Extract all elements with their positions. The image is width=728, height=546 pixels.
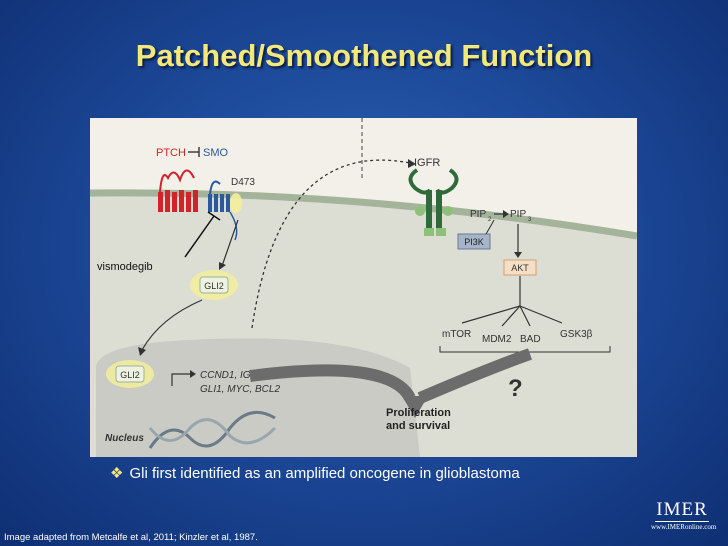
pip2-label: PIP xyxy=(470,209,486,220)
gli2-cytoplasm-label: GLI2 xyxy=(204,281,224,291)
outcome-line1: Proliferation xyxy=(386,407,451,419)
dna-helix xyxy=(148,410,277,449)
logo-name: IMER xyxy=(656,499,708,520)
d473-label: D473 xyxy=(231,177,255,188)
gli2-nucleus-box xyxy=(115,365,145,383)
gli2-to-nucleus-arrow xyxy=(141,299,203,351)
bad-label: BAD xyxy=(520,334,541,345)
smo-to-gli2-arrow xyxy=(221,219,239,267)
outcome-line2: and survival xyxy=(386,420,450,432)
pip2-sub: 2 xyxy=(488,217,492,223)
bullet-text: Gli first identified as an amplified onc… xyxy=(129,465,520,482)
merge-arrowhead xyxy=(402,396,428,418)
pathway-diagram: PTCH SMO D473 vismodegib GLI2 GLI2 CCND1… xyxy=(90,118,637,457)
mdm2-label: MDM2 xyxy=(482,334,512,345)
transcription-arrow xyxy=(171,373,192,386)
gli2-nucleus-label: GLI2 xyxy=(120,370,140,380)
target-genes-line1: CCND1, IGF2 xyxy=(200,370,263,381)
imer-logo: IMER www.IMERonline.com xyxy=(651,499,717,532)
smo-receptor xyxy=(208,180,242,241)
mtor-label: mTOR xyxy=(442,329,471,340)
smo-label: SMO xyxy=(203,147,229,159)
nucleus-label: Nucleus xyxy=(105,433,144,444)
akt-box xyxy=(503,259,537,276)
ptch-label: PTCH xyxy=(156,147,186,159)
igfr-receptor xyxy=(408,168,459,236)
target-genes-line2: GLI1, MYC, BCL2 xyxy=(200,384,280,395)
ptch-receptor xyxy=(158,169,198,212)
logo-divider xyxy=(655,521,709,522)
slide-title: Patched/Smoothened Function xyxy=(135,38,593,73)
pip3-label: PIP xyxy=(510,209,526,220)
pi3k-label: PI3K xyxy=(464,237,484,247)
gsk3b-label: GSK3β xyxy=(560,329,593,340)
bullet-icon: ❖ xyxy=(110,465,124,482)
vismodegib-inhibition-line xyxy=(184,215,215,258)
logo-url: www.IMERonline.com xyxy=(651,523,717,531)
pi3k-catalysis-arrow xyxy=(485,219,495,235)
footnote: Image adapted from Metcalfe et al, 2011;… xyxy=(4,532,258,543)
unknown-mark: ? xyxy=(508,375,523,402)
akt-output-arrow xyxy=(417,348,532,404)
pip3-sub: 3 xyxy=(528,217,532,223)
vismodegib-label: vismodegib xyxy=(97,261,153,273)
gli2-cytoplasm-box xyxy=(199,276,229,294)
pi3k-box xyxy=(457,233,491,250)
akt-downstream-arrows xyxy=(461,276,563,327)
hedgehog-output-arrow xyxy=(249,364,416,402)
igfr-label: IGFR xyxy=(414,157,440,169)
bullet-point: ❖ Gli first identified as an amplified on… xyxy=(110,464,520,482)
akt-label: AKT xyxy=(511,263,529,273)
igf2-to-igfr-dashed-arrow xyxy=(251,159,411,329)
